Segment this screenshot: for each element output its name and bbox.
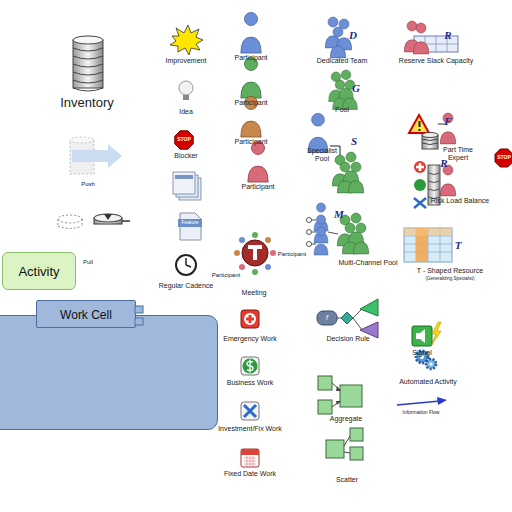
cell-port bbox=[135, 306, 143, 313]
resource-letter: T bbox=[455, 239, 462, 251]
small-label: Reserve Slack Capacity bbox=[399, 57, 473, 65]
small-label: Regular Cadence bbox=[159, 282, 213, 290]
small-label: Participant bbox=[241, 183, 274, 191]
small-label: Scatter bbox=[336, 476, 358, 484]
idea-bulb bbox=[179, 81, 193, 100]
small-label: T - Shaped Resource bbox=[417, 267, 483, 275]
small-label: Participant bbox=[234, 138, 267, 146]
resource-letter: G bbox=[352, 82, 360, 94]
dedicated-team-icon bbox=[325, 17, 351, 58]
small-label: Blocker bbox=[174, 152, 197, 160]
activity-box: Activity bbox=[2, 252, 76, 290]
meeting-symbol bbox=[234, 232, 276, 275]
small-label: Fixed Date Work bbox=[224, 470, 276, 478]
reserve-slack-icon bbox=[404, 21, 458, 54]
small-label: Participant bbox=[278, 251, 306, 258]
node-text: Activity bbox=[3, 264, 75, 279]
blocker-sign bbox=[175, 131, 193, 149]
small-label: Automated Activity bbox=[399, 378, 457, 386]
small-label: Participant bbox=[212, 272, 240, 279]
participant-icon bbox=[248, 141, 268, 182]
aggregate-icon bbox=[318, 376, 362, 414]
small-label: Information Flow bbox=[403, 410, 440, 416]
resource-letter: M bbox=[334, 208, 344, 220]
small-label: Decision Rule bbox=[326, 335, 369, 343]
small-label: Signal bbox=[412, 349, 431, 357]
stop-text: STOP bbox=[497, 155, 511, 161]
small-label: Pool bbox=[335, 106, 349, 114]
small-label: Risk Load Balance bbox=[431, 197, 489, 205]
small-label: Push bbox=[81, 181, 95, 188]
small-label: Aggregate bbox=[330, 415, 362, 423]
cell-heading: Work Cell bbox=[36, 300, 136, 328]
scatter-icon bbox=[326, 428, 363, 460]
participant-icon bbox=[241, 12, 261, 53]
small-label: Business Work bbox=[227, 379, 274, 387]
work-cell: Work Cell bbox=[0, 315, 218, 430]
improvement-starburst bbox=[170, 25, 203, 55]
small-label: Idea bbox=[179, 108, 193, 116]
emergency-icon bbox=[241, 310, 259, 328]
cadence-clock bbox=[176, 255, 196, 275]
small-label: Pull bbox=[83, 259, 93, 266]
t-shaped-grid bbox=[404, 228, 452, 262]
resource-letter: D bbox=[349, 29, 357, 41]
push-symbol bbox=[70, 137, 122, 174]
inventory-label: Inventory bbox=[60, 96, 113, 110]
small-label: Meeting bbox=[242, 289, 267, 297]
feature-document bbox=[178, 213, 202, 240]
blocker-sign bbox=[495, 149, 512, 167]
calendar-icon bbox=[241, 449, 259, 467]
inventory-stack bbox=[73, 36, 103, 91]
resource-letter: R bbox=[444, 29, 451, 41]
small-label: Participant bbox=[234, 54, 267, 62]
resource-letter: R bbox=[440, 157, 447, 169]
small-label: Dedicated Team bbox=[317, 57, 367, 65]
document-stack bbox=[173, 172, 201, 200]
part-time-expert-icon bbox=[409, 113, 456, 149]
decision-rule-icon bbox=[317, 299, 378, 338]
resource-letter: F bbox=[444, 115, 451, 127]
small-label: Improvement bbox=[166, 57, 207, 65]
rule-symbol: f bbox=[326, 314, 328, 322]
small-label: Emergency Work bbox=[223, 335, 277, 343]
small-label: Investment/Fix Work bbox=[218, 425, 282, 433]
small-label: Participant bbox=[234, 99, 267, 107]
information-flow-arrow bbox=[397, 397, 447, 405]
small-label: Multi-Channel Pool bbox=[338, 259, 397, 267]
feature-tag: Feature bbox=[181, 220, 198, 226]
pull-symbol bbox=[58, 214, 130, 229]
stop-text: STOP bbox=[177, 137, 191, 143]
small-label: Specialist Pool bbox=[304, 147, 340, 162]
signal-icon bbox=[412, 322, 441, 346]
cell-port bbox=[135, 318, 143, 325]
business-icon bbox=[241, 357, 259, 375]
participant-icon bbox=[241, 57, 261, 98]
small-label: (Generalizing Specialist) bbox=[426, 277, 475, 282]
investment-icon bbox=[241, 402, 259, 420]
multi-channel-pool-icon bbox=[307, 203, 369, 255]
resource-letter: S bbox=[351, 135, 357, 147]
